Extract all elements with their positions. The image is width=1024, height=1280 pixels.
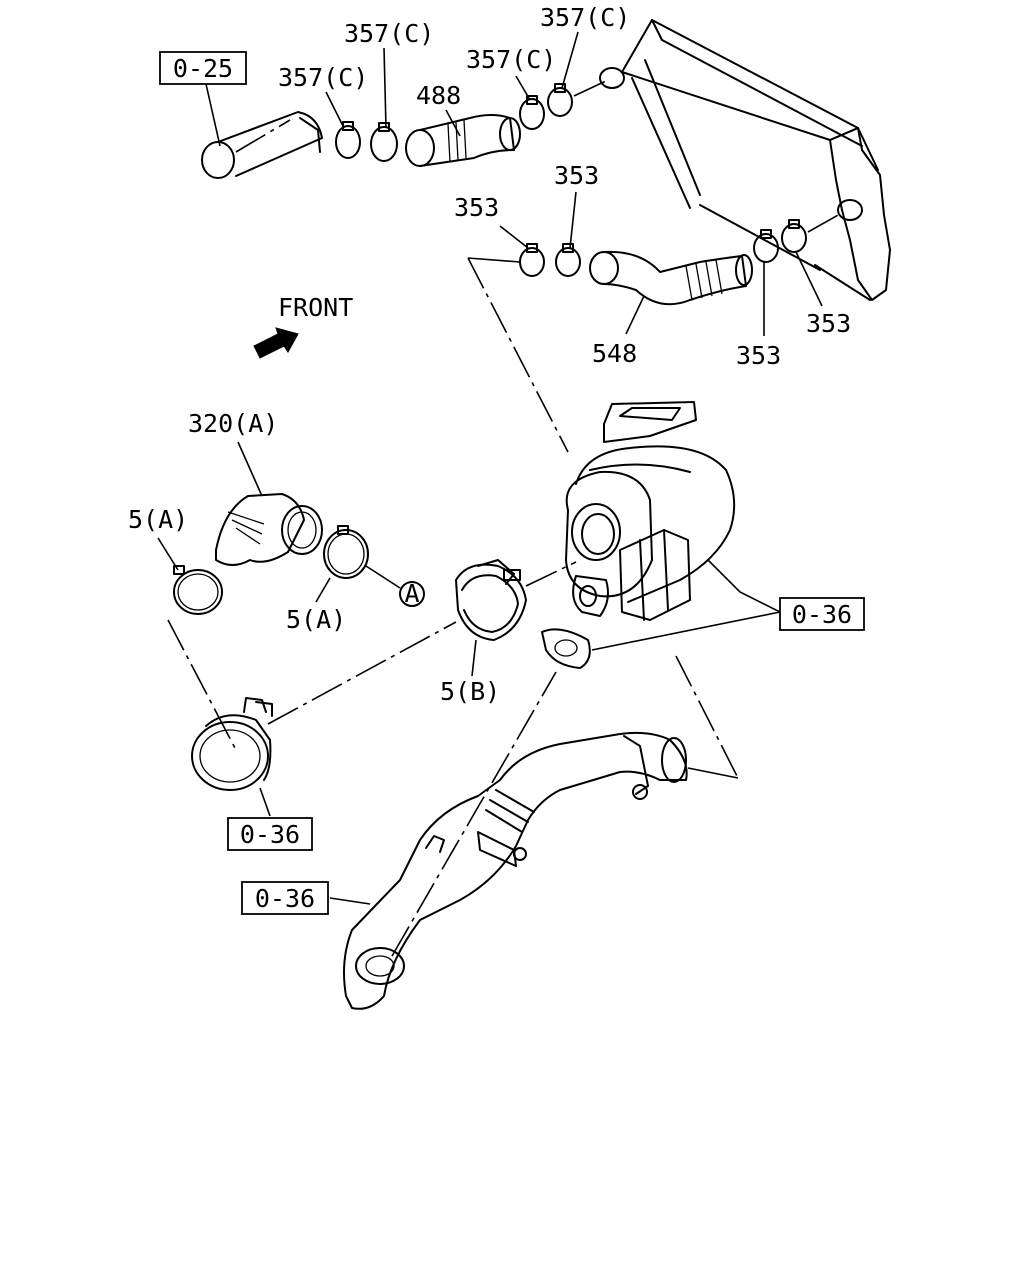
centerline-5b-turbo [525, 561, 577, 587]
clamp-353-b [555, 243, 581, 277]
ref-box-036-pipe [241, 881, 329, 915]
leader-353-2 [569, 191, 577, 249]
upper-pipe-0-25 [201, 111, 323, 179]
callout-353-1: 353 [454, 193, 499, 222]
callout-5a-2: 5(A) [286, 605, 346, 634]
leader-357c-1 [325, 91, 345, 129]
clamp-357c-c [519, 95, 545, 130]
marker-a-label: A [404, 579, 419, 608]
callout-353-3: 353 [736, 341, 781, 370]
callout-ref-036-turbo: 0-36 [792, 600, 852, 629]
front-label: FRONT [278, 293, 353, 322]
hose-320a [215, 493, 323, 566]
callout-488: 488 [416, 81, 461, 110]
exhaust-pipe [343, 731, 688, 1010]
front-arrow-icon [253, 327, 299, 359]
clamp-357c-b [370, 122, 398, 162]
centerline-548 [807, 213, 841, 233]
centerline-548-turbo [467, 257, 569, 453]
leader-357c-2 [383, 47, 387, 129]
leader-036-pipe [329, 897, 371, 905]
centerline-5a-elbow [167, 619, 237, 751]
leader-036-turbo-b [591, 611, 781, 651]
leader-548-branch [467, 257, 521, 263]
callout-548: 548 [592, 339, 637, 368]
clamp-357c-a [335, 121, 361, 159]
centerline-5b-elbow [267, 621, 457, 725]
clamp-353-d [781, 219, 807, 253]
callout-357c-2: 357(C) [344, 19, 434, 48]
centerline-turbo-pipe [675, 655, 739, 779]
clamp-5a-b [323, 525, 369, 579]
callout-353-4: 353 [806, 309, 851, 338]
callout-ref-025: 0-25 [173, 54, 233, 83]
callout-357c-3: 357(C) [466, 45, 556, 74]
clamp-353-a [519, 243, 545, 277]
callout-357c-4: 357(C) [540, 3, 630, 32]
ref-box-036-inlet [227, 817, 313, 851]
ref-box-025 [159, 51, 247, 85]
callout-320a: 320(A) [188, 409, 278, 438]
centerline-upper-a [235, 119, 291, 153]
leader-036-turbo-a [707, 559, 781, 613]
callout-5a-1: 5(A) [128, 505, 188, 534]
centerline-gasket-pipe [391, 671, 557, 957]
leader-025 [205, 83, 221, 147]
turbocharger [565, 401, 736, 621]
leader-036-inlet [259, 787, 271, 817]
clamp-5a-a [173, 565, 223, 615]
turbo-gasket [541, 628, 591, 669]
leader-488 [445, 109, 461, 137]
clamp-357c-d [547, 83, 573, 117]
leader-548 [625, 295, 645, 335]
callout-ref-036-inlet: 0-36 [240, 820, 300, 849]
leader-5a-2 [315, 577, 331, 603]
marker-a: A [399, 579, 425, 608]
leader-5b [471, 639, 477, 677]
ref-box-036-turbo [779, 597, 865, 631]
centerline-upper-b [573, 79, 609, 97]
callout-ref-036-pipe: 0-36 [255, 884, 315, 913]
leader-5a-marker [365, 565, 401, 589]
leader-357c-3 [515, 75, 531, 101]
clamp-353-c [753, 229, 779, 263]
clamp-5b [455, 559, 527, 641]
callout-357c-1: 357(C) [278, 63, 368, 92]
leader-353-4 [795, 251, 823, 307]
callout-353-2: 353 [554, 161, 599, 190]
leader-320a [237, 441, 263, 497]
leader-357c-4 [561, 31, 579, 89]
leader-353-1 [499, 225, 529, 249]
leader-pipe-branch [687, 767, 739, 779]
hose-488 [405, 114, 521, 167]
intercooler [599, 19, 891, 301]
leader-5a-1 [157, 537, 179, 571]
hose-548 [589, 250, 753, 306]
inlet-elbow [191, 697, 273, 791]
callout-5b: 5(B) [440, 677, 500, 706]
